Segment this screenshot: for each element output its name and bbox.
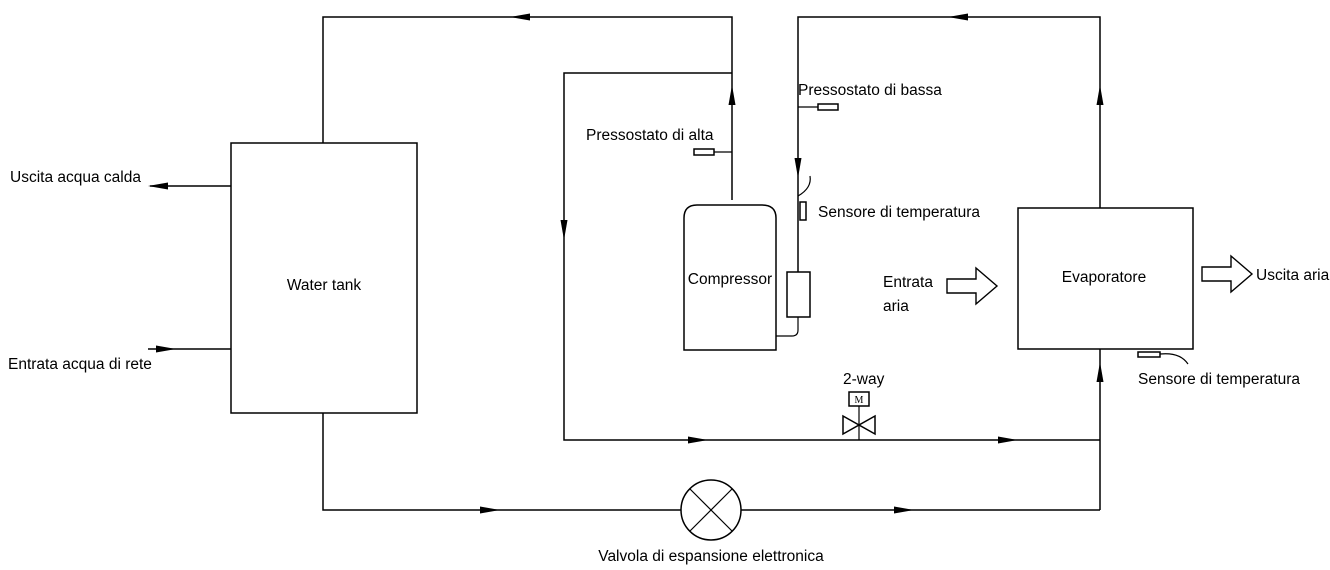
hot-water-out-label: Uscita acqua calda xyxy=(10,169,141,186)
compressor-label: Compressor xyxy=(688,271,772,288)
flow-arrow-bypass-right-1 xyxy=(688,436,708,444)
mains-water-in-arrow xyxy=(156,345,176,353)
bypass-line xyxy=(563,72,1100,441)
high-pressure-switch-label: Pressostato di alta xyxy=(586,127,714,144)
low-pressure-switch-label: Pressostato di bassa xyxy=(798,82,942,99)
suction-temp-sensor xyxy=(799,201,807,221)
flow-arrow-bottom-1 xyxy=(480,506,500,514)
two-way-valve-motor-label: M xyxy=(855,395,864,406)
flow-arrow-evap-outlet-up xyxy=(1096,85,1104,105)
flow-arrow-bypass-right-2 xyxy=(998,436,1018,444)
flow-arrow-bypass-down xyxy=(560,220,568,240)
air-in-arrow xyxy=(946,266,999,306)
two-way-valve-body-left xyxy=(842,414,861,436)
flow-arrow-discharge-up xyxy=(728,85,736,105)
liquid-line-bottom xyxy=(322,413,1100,511)
evaporator xyxy=(1017,207,1194,350)
compressor xyxy=(683,204,777,351)
high-pressure-switch xyxy=(693,148,715,156)
air-out-label: Uscita aria xyxy=(1256,267,1330,284)
mains-water-in-label: Entrata acqua di rete xyxy=(8,356,152,373)
two-way-valve-motor xyxy=(848,391,870,407)
hot-water-out-arrow xyxy=(148,182,168,190)
evaporator-label: Evaporatore xyxy=(1062,269,1146,286)
two-way-valve-label: 2-way xyxy=(843,371,885,388)
flow-arrow-top-right xyxy=(948,13,968,21)
two-way-valve-body-right xyxy=(857,414,876,436)
air-in-label-line1: Entrata xyxy=(883,274,933,291)
expansion-valve-label: Valvola di espansione elettronica xyxy=(598,548,824,565)
water-tank xyxy=(230,142,418,414)
evaporator-temp-sensor-label: Sensore di temperatura xyxy=(1138,371,1300,388)
air-out-arrow xyxy=(1201,254,1254,294)
accumulator-to-compressor-pipe xyxy=(776,317,799,337)
flow-arrow-bottom-2 xyxy=(894,506,914,514)
air-in-label-line2: aria xyxy=(883,298,909,315)
expansion-valve-cross-b xyxy=(689,488,733,532)
flow-arrow-top-left xyxy=(510,13,530,21)
evaporator-temp-sensor xyxy=(1137,351,1161,358)
suction-temp-sensor-label: Sensore di temperatura xyxy=(818,204,980,221)
water-tank-label: Water tank xyxy=(287,277,362,294)
suction-temp-sensor-wire xyxy=(797,175,811,197)
evaporator-temp-sensor-wire xyxy=(1159,353,1189,365)
flow-arrow-evap-inlet-up xyxy=(1096,362,1104,382)
accumulator xyxy=(786,271,811,318)
low-pressure-switch xyxy=(817,103,839,111)
flow-arrow-suction-down xyxy=(794,158,802,178)
